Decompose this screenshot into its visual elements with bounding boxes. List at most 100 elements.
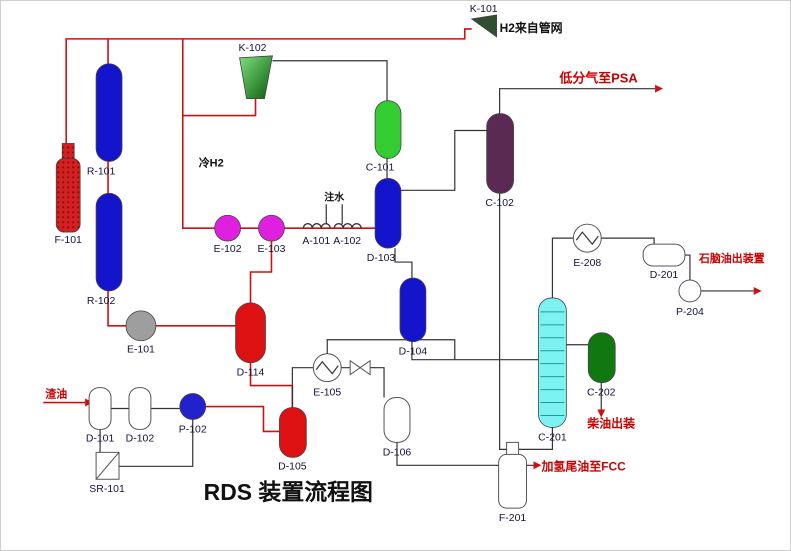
arrow-psa	[655, 84, 664, 93]
equipment-d103: D-103	[367, 177, 402, 264]
e208-label: E-208	[573, 258, 601, 269]
d106-label: D-106	[383, 447, 412, 458]
equipment-d104: D-104	[399, 277, 428, 358]
equipment-c202: C-202	[587, 332, 616, 399]
p204-casing	[678, 279, 702, 303]
equipment-sr101: SR-101	[89, 451, 125, 495]
equipment-f101: F-101	[55, 143, 82, 246]
equipment-e105: E-105	[312, 353, 342, 399]
d102-label: D-102	[126, 433, 155, 444]
equipment-e208: E-208	[572, 223, 602, 269]
d103-label: D-103	[367, 253, 396, 264]
d104-vessel	[399, 277, 427, 343]
c101-vessel	[374, 100, 402, 159]
k101-body	[470, 14, 498, 38]
equipment-d102: D-102	[126, 387, 155, 444]
equipment-a102: A-102	[333, 223, 362, 247]
f201-body	[498, 453, 528, 509]
r101-label: R-101	[87, 166, 116, 177]
e102-label: E-102	[214, 244, 242, 255]
equipment-p102: P-102	[179, 393, 207, 435]
arrow-fcc	[533, 461, 542, 470]
f101-label: F-101	[55, 235, 82, 246]
sr101-label: SR-101	[89, 484, 125, 495]
c202-vessel	[587, 332, 616, 384]
r101-vessel	[95, 63, 123, 162]
equipment-d106: D-106	[383, 397, 412, 458]
e105-label: E-105	[313, 388, 341, 399]
a102-label: A-102	[333, 236, 361, 247]
p204-label: P-204	[676, 307, 704, 318]
r102-vessel	[95, 192, 123, 292]
d101-label: D-101	[86, 433, 115, 444]
equipment-e101: E-101	[125, 310, 157, 356]
f101-body	[55, 158, 81, 233]
equipment-d105: D-105	[278, 407, 307, 472]
d201-drum	[642, 243, 686, 267]
p102-label: P-102	[179, 424, 207, 435]
d105-label: D-105	[278, 461, 307, 472]
k102-body	[239, 55, 273, 100]
arrow-diesel	[597, 409, 606, 418]
d104-label: D-104	[399, 347, 428, 358]
valve-left-wing	[349, 359, 361, 376]
equipment-p204: P-204	[676, 279, 704, 318]
equipment-k101: K-101	[470, 4, 498, 38]
diagram-title: RDS 装置流程图	[204, 479, 373, 505]
red-process-lines	[43, 28, 472, 433]
equipment-c102: C-102	[485, 113, 514, 209]
equipment-a101: A-101	[302, 223, 331, 247]
k101-label: K-101	[470, 4, 498, 15]
stream-cold-h2: 冷H2	[199, 155, 224, 169]
control-valve	[349, 359, 371, 376]
equipment-r101: R-101	[87, 63, 123, 177]
c102-vessel	[486, 113, 514, 194]
arrow-naphtha	[753, 286, 762, 295]
a102-coil	[333, 223, 362, 229]
equipment-d201: D-201	[642, 243, 686, 281]
d102-vessel	[128, 387, 152, 430]
c201-trays	[540, 311, 565, 416]
d103-vessel	[374, 177, 402, 249]
f101-neck	[61, 143, 75, 161]
e105-coil	[315, 360, 339, 375]
c102-label: C-102	[485, 198, 514, 209]
c201-label: C-201	[538, 432, 567, 443]
equipment-c201: C-201	[538, 297, 567, 443]
k102-label: K-102	[239, 43, 267, 54]
d201-label: D-201	[650, 270, 679, 281]
equipment-r102: R-102	[87, 192, 123, 307]
p102-casing	[179, 393, 207, 420]
equipment-d101: D-101	[86, 387, 115, 444]
a101-coil	[302, 223, 331, 229]
r102-label: R-102	[87, 296, 116, 307]
equipment-f201: F-201	[498, 441, 528, 524]
d106-vessel	[383, 397, 411, 443]
c101-label: C-101	[366, 162, 395, 173]
stream-water-injection: 注水	[324, 190, 345, 203]
c201-column	[538, 297, 567, 428]
equipment-d114: D-114	[235, 302, 266, 379]
equipment-c101: C-101	[366, 100, 402, 173]
e103-label: E-103	[257, 244, 285, 255]
e103-shell	[258, 214, 285, 242]
f201-label: F-201	[499, 513, 526, 524]
e101-shell	[125, 310, 157, 342]
black-process-lines	[99, 60, 754, 467]
d114-label: D-114	[237, 368, 265, 379]
stream-gas-to-psa: 低分气至PSA	[558, 71, 637, 86]
stream-residue-feed: 渣油	[45, 387, 67, 401]
e208-coil	[575, 231, 599, 246]
equipment-e103: E-103	[257, 214, 286, 255]
a101-label: A-101	[302, 236, 330, 247]
stream-h2-supply: H2来自管网	[500, 20, 563, 35]
equipment-e102: E-102	[214, 214, 242, 255]
d101-vessel	[88, 387, 112, 430]
equipment-k102: K-102	[239, 43, 273, 100]
sr101-screen	[95, 452, 120, 480]
d105-vessel	[279, 407, 307, 458]
stream-tail-oil-to-fcc: 加氢尾油至FCC	[540, 458, 626, 473]
d114-vessel	[235, 302, 266, 364]
